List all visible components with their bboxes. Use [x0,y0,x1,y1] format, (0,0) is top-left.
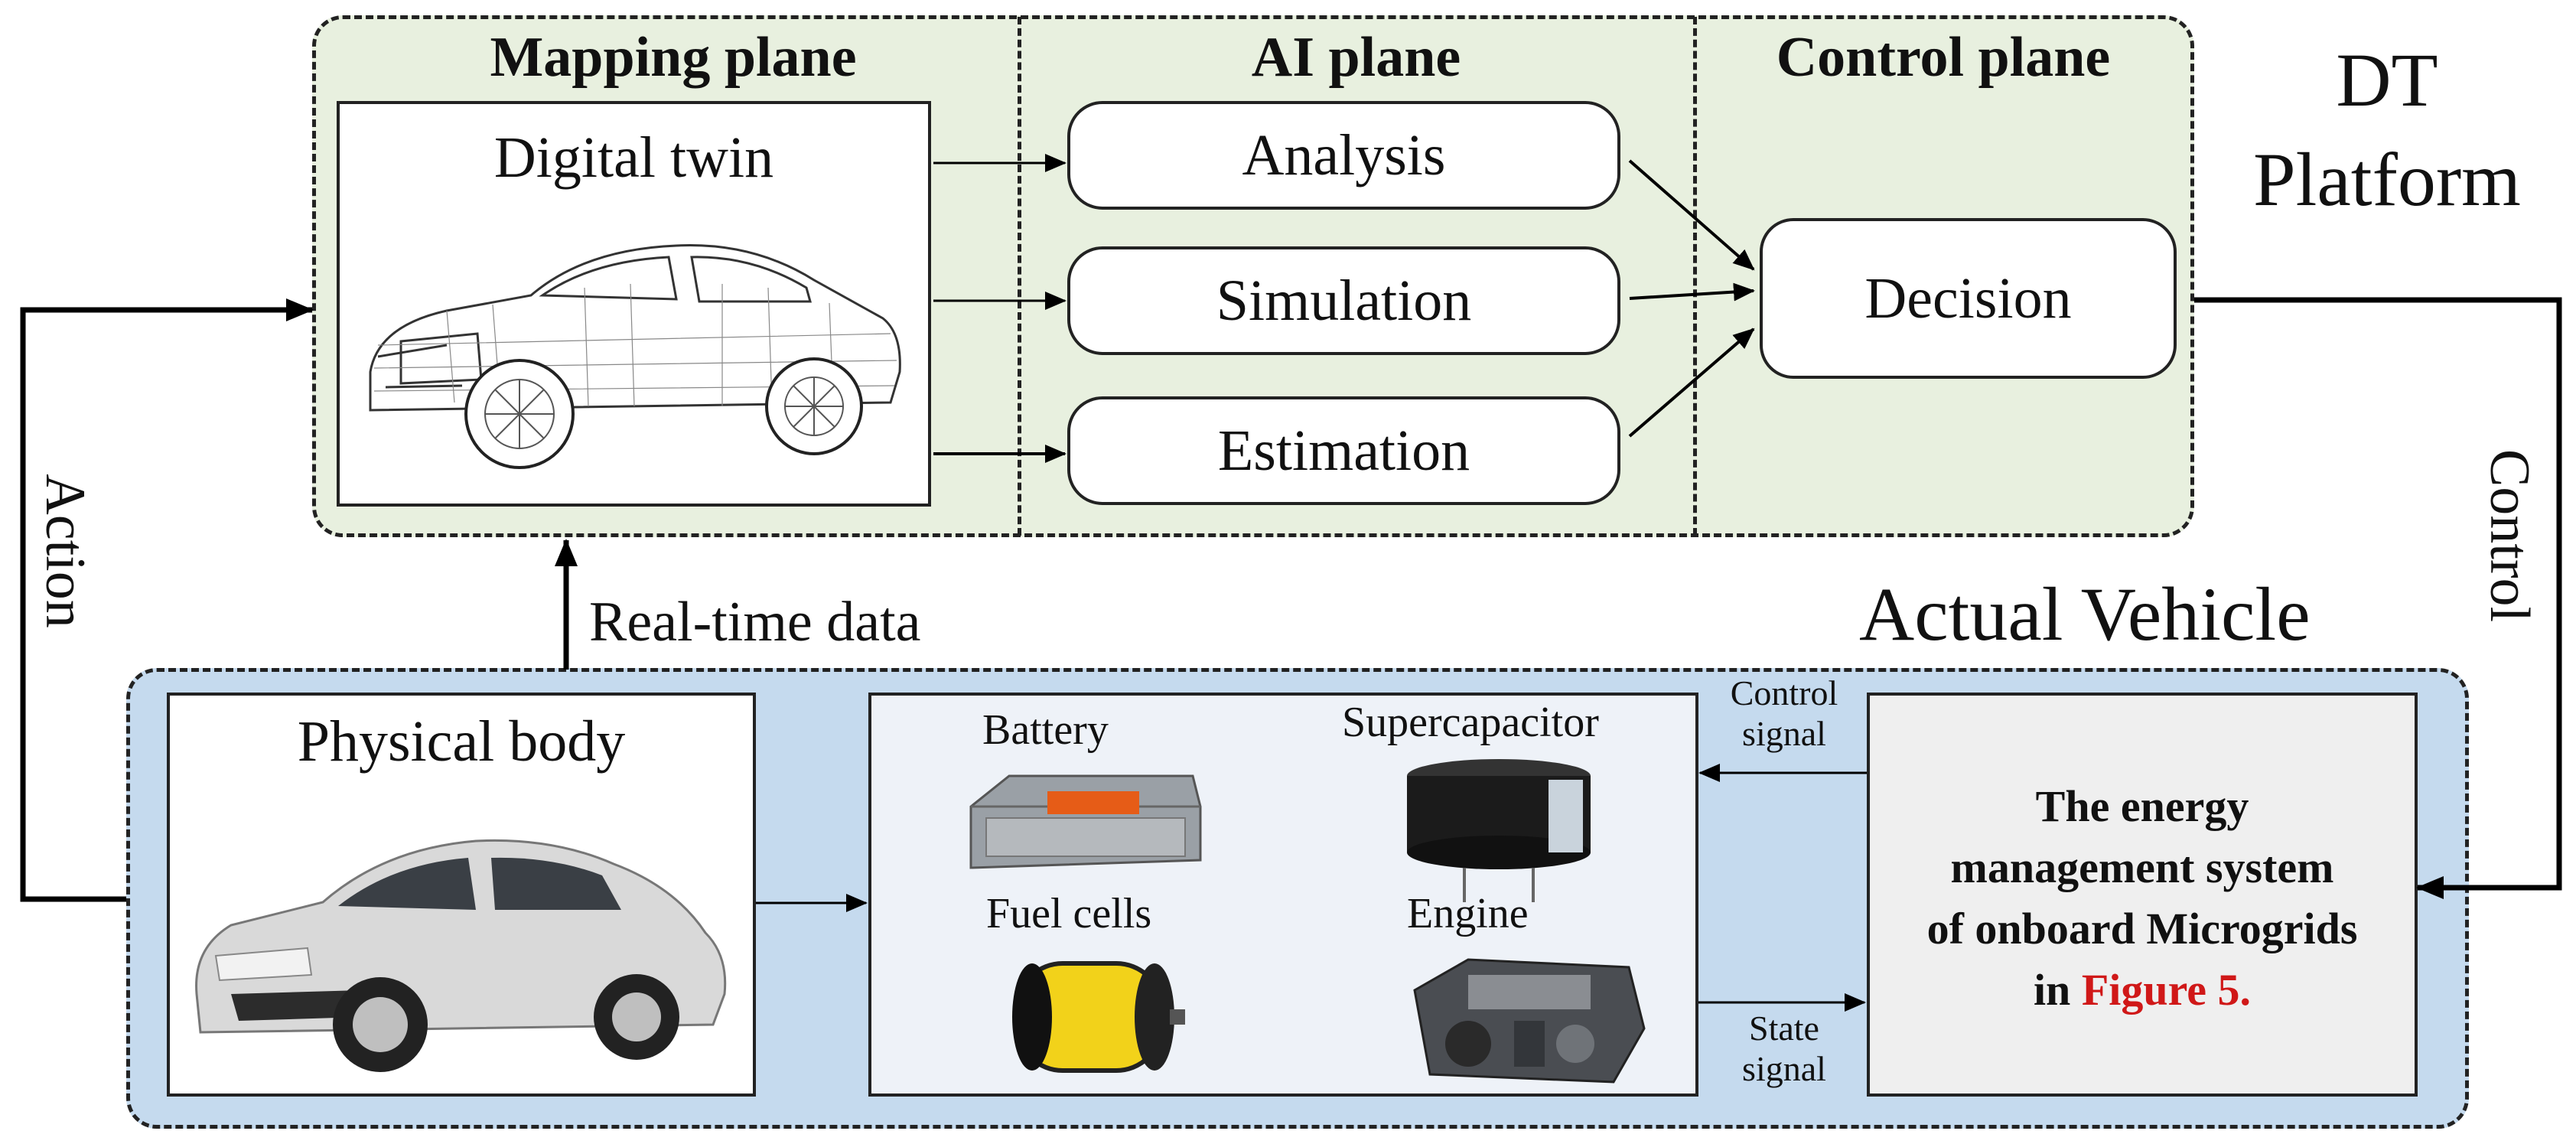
simulation-node: Simulation [1067,246,1620,355]
digital-twin-label: Digital twin [493,125,774,190]
fuel-cells-label: Fuel cells [986,890,1152,937]
supercapacitor-label: Supercapacitor [1342,699,1599,746]
control-signal-label: Control signal [1708,673,1861,755]
state-signal-label: State signal [1708,1009,1861,1090]
control-signal-line1: Control [1730,673,1838,712]
control-plane-title: Control plane [1776,25,2111,89]
ems-box: The energy management system of onboard … [1867,693,2418,1097]
analysis-node: Analysis [1067,101,1620,210]
battery-label: Battery [982,706,1109,754]
engine-icon [1413,958,1646,1084]
ems-line2: management system [1950,843,2334,893]
action-feedback-line [20,298,314,902]
engine-label: Engine [1407,890,1529,937]
dt-platform-label-line2: Platform [2253,137,2521,222]
ems-text: The energy management system of onboard … [1870,776,2415,1021]
divider-ai-control [1693,17,1697,536]
battery-icon [969,774,1202,869]
actual-vehicle-label: Actual Vehicle [1859,572,2311,657]
ems-line3: of onboard Microgrids [1926,904,2358,954]
dt-platform-label-line1: DT [2336,37,2438,122]
supercapacitor-icon [1407,759,1591,902]
real-time-data-label: Real-time data [589,591,921,653]
state-signal-line1: State [1749,1009,1819,1048]
control-line [2194,297,2562,899]
physical-car-icon [195,839,727,1072]
physical-body-label: Physical body [297,709,626,774]
state-signal-line2: signal [1742,1048,1826,1088]
estimation-node: Estimation [1067,396,1620,505]
arrow-simulation-to-decision [1629,282,1755,301]
physical-body-box: Physical body [167,693,756,1097]
figure-5-reference: Figure 5. [2081,965,2252,1015]
components-box: Battery Supercapacitor Fuel cells Engine [868,693,1698,1097]
control-signal-line2: signal [1742,713,1826,753]
ems-line4: in Figure 5. [1870,960,2415,1021]
decision-node: Decision [1760,218,2177,379]
arrow-analysis-to-decision [1628,159,1755,271]
ems-line1: The energy [2035,781,2249,831]
mapping-plane-title: Mapping plane [490,25,857,89]
ai-plane-title: AI plane [1251,25,1461,89]
digital-twin-box: Digital twin [337,101,931,507]
wireframe-car-icon [369,244,901,469]
divider-mapping-ai [1018,17,1021,536]
fuel-cell-icon [1012,961,1185,1073]
ems-line4-prefix: in [2033,965,2082,1015]
arrow-estimation-to-decision [1628,328,1755,438]
